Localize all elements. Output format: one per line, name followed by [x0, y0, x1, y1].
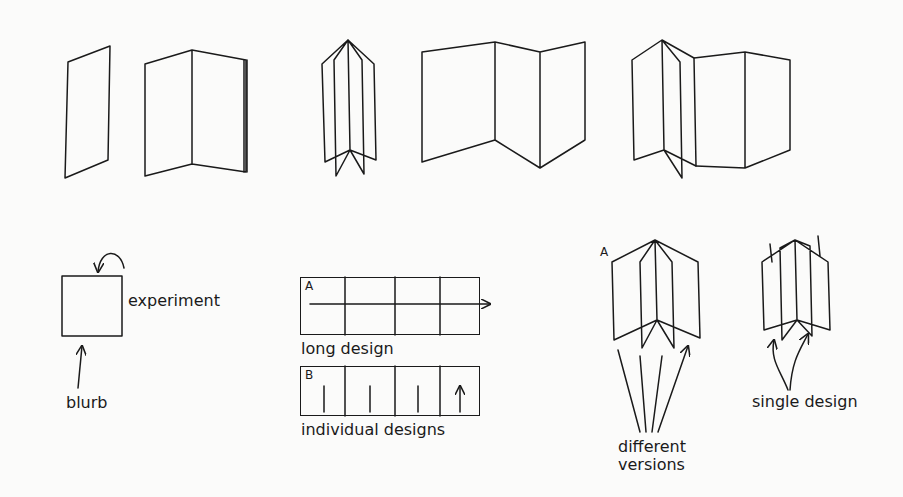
thick-edge: [244, 60, 247, 172]
cover-square: [62, 276, 122, 336]
single-folded: [762, 236, 830, 340]
single-panel: [65, 46, 110, 178]
up-arrows: [324, 386, 460, 412]
experiment-arrow: [98, 253, 124, 272]
grid-letter: B: [304, 369, 314, 383]
single-arrow: [790, 334, 808, 390]
grid-dividers: [345, 277, 440, 335]
grid-box: Bindividual designs: [300, 366, 480, 416]
grid-box: Along design: [300, 277, 480, 335]
half-open: [694, 52, 790, 168]
half-folded: [632, 40, 696, 178]
grid-caption: individual designs: [301, 421, 445, 439]
version-letter: A: [600, 246, 608, 260]
grid-letter: A: [304, 280, 314, 294]
note-label: different versions: [618, 438, 718, 475]
grid-dividers: [345, 366, 440, 416]
note-label: blurb: [66, 394, 107, 412]
blurb-arrow: [78, 346, 82, 388]
long-arrow: [310, 303, 490, 305]
folded-versions: [612, 240, 700, 348]
open-zigzag: [422, 42, 585, 168]
single-arrow: [773, 340, 788, 390]
grid-caption: long design: [301, 340, 394, 358]
two-panels: [145, 50, 246, 176]
note-label: single design: [752, 393, 858, 411]
version-arrows: [618, 346, 688, 432]
folded-accordion: [322, 40, 376, 176]
note-label: experiment: [128, 292, 220, 310]
